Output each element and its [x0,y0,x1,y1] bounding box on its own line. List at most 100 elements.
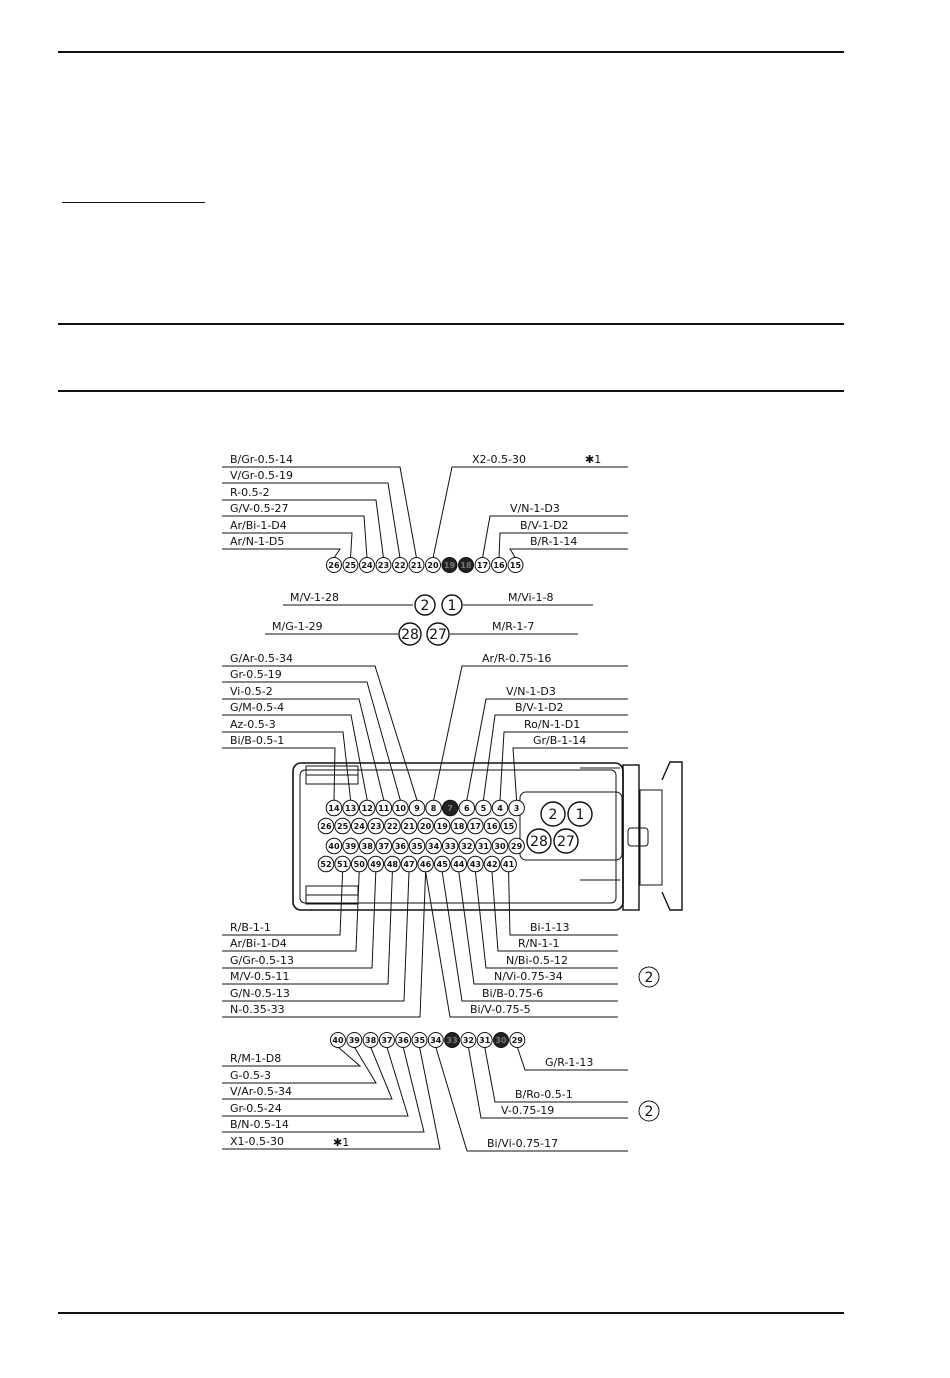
pin-2 [540,801,566,827]
pin-26 [326,557,342,573]
leader-lines [222,466,628,1152]
pin-label: 18 [460,561,472,570]
footer-rule [58,1312,844,1314]
pin-21 [408,557,425,573]
upper-left-label: Vi-0.5-2 [230,685,273,698]
pin-13 [342,799,359,817]
lower-right-label-lead [508,871,618,936]
pin-label: 44 [453,860,465,869]
lower-right-label: Bi/B-0.75-6 [482,987,543,1000]
pin-label: 9 [414,804,420,813]
pin-label: 23 [370,822,381,831]
lower-right-label: Bi-1-13 [530,921,570,934]
pin-29 [509,1032,526,1048]
pin-label: 7 [447,804,453,813]
pin-label: 31 [478,842,490,851]
top-left-label-lead [222,482,401,559]
upper-left-label-lead [222,681,401,801]
pin-50 [350,855,368,873]
upper-right-label: Ro/N-1-D1 [524,718,580,731]
pin-31 [475,837,492,855]
pin-16 [483,817,501,835]
pin-10 [392,799,409,817]
pin-label: 46 [420,860,432,869]
pin-20 [417,817,434,835]
upper-right-label-lead [466,698,628,801]
lower-right-label-lead [441,871,618,1002]
pin-label: 41 [503,860,515,869]
pin-45 [433,855,451,873]
upper-left-label: Az-0.5-3 [230,718,276,731]
bottom-left-label: Gr-0.5-24 [230,1102,282,1115]
lower-right-label: R/N-1-1 [518,937,560,950]
pin-label: 17 [477,561,488,570]
pin-label: 22 [387,822,398,831]
lower-left-label: Ar/Bi-1-D4 [230,937,287,950]
pin-label: 33 [447,1036,458,1045]
pin-label: 10 [395,804,407,813]
pin-12 [358,799,376,817]
pin-31 [476,1032,493,1048]
note-mark: ✱1 [333,1136,349,1149]
top-left-label-lead [222,466,417,559]
pin-40 [330,1032,346,1048]
upper-left-label: G/M-0.5-4 [230,701,284,714]
top-left-label-lead [222,548,341,559]
power-row2-left-label: M/G-1-29 [272,620,323,633]
pin-label: 34 [428,842,440,851]
upper-left-label-lead [222,698,385,801]
pin-label: 47 [403,860,414,869]
pin-label: 23 [378,561,389,570]
pin-label: 19 [444,561,456,570]
bottom-left-label: R/M-1-D8 [230,1052,281,1065]
wire-labels: B/Gr-0.5-14V/Gr-0.5-19R-0.5-2G/V-0.5-27A… [230,453,653,1150]
top-left-label-lead [222,499,384,559]
upper-right-label: Gr/B-1-14 [533,734,586,747]
pin-17 [467,817,484,835]
pin-label: 33 [445,842,456,851]
pin-25 [342,557,359,573]
upper-left-label-lead [222,714,368,801]
top-left-label: V/Gr-0.5-19 [230,469,293,482]
pin-label: 30 [495,1036,507,1045]
pin-label: 39 [349,1036,361,1045]
top-right-label-lead [498,532,628,559]
pin-23 [375,557,392,573]
bottom-right-label-lead [435,1046,628,1152]
pin-27 [426,622,450,646]
pin-label: 13 [345,804,356,813]
top-left-label-lead [222,515,368,559]
pin-label: 25 [337,822,349,831]
pin-label: 12 [362,804,373,813]
pin-label: 3 [514,804,520,813]
pin-label: 17 [470,822,481,831]
bottom-left-label: V/Ar-0.5-34 [230,1085,292,1098]
upper-right-label: B/V-1-D2 [515,701,564,714]
pin-label: 48 [387,860,399,869]
bottom-right-label: V-0.75-19 [501,1104,554,1117]
pin-label: 27 [429,627,447,643]
pin-20 [425,557,441,573]
bottom-right-label-lead [484,1046,628,1103]
pin-24 [359,557,375,573]
pin-label: 37 [381,1036,392,1045]
lower-left-label-lead [222,871,360,952]
lower-right-label: N/Bi-0.5-12 [506,954,568,967]
upper-right-label: V/N-1-D3 [506,685,556,698]
pin-label: 21 [411,561,423,570]
top-right-label: V/N-1-D3 [510,502,560,515]
pin-label: 24 [354,822,366,831]
pin-label: 36 [395,842,407,851]
callout-label: 2 [645,1104,654,1120]
bottom-left-label: B/N-0.5-14 [230,1118,289,1131]
lower-left-label-lead [222,871,377,969]
pin-label: 40 [328,842,340,851]
top-right-label: X2-0.5-30 [472,453,526,466]
pin-label: 31 [479,1036,491,1045]
pin-label: 35 [414,1036,426,1045]
pin-11 [375,799,393,817]
pin-label: 26 [320,822,332,831]
pin-32 [458,837,476,855]
pin-label: 29 [511,842,523,851]
